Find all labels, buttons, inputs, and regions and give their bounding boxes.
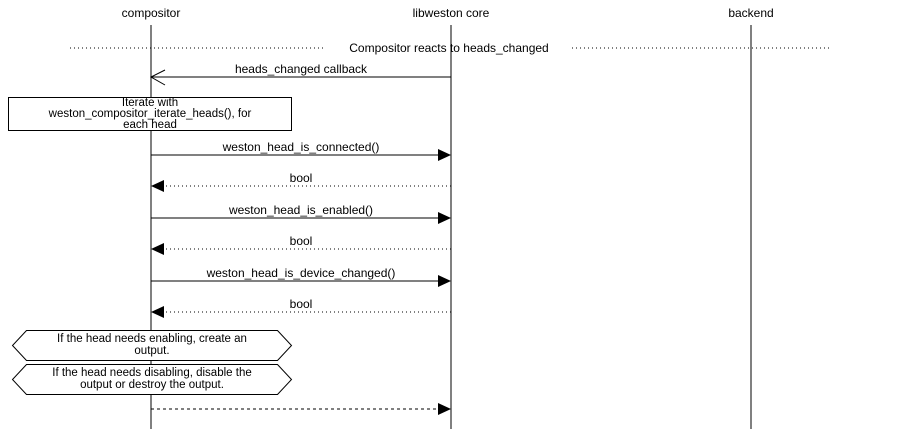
arrowhead-weston-head-is-connected (438, 149, 451, 161)
message-label-weston-head-is-connected: weston_head_is_connected() (222, 140, 380, 154)
message-bool-enabled[interactable]: bool (151, 234, 451, 255)
lifeline-label-compositor: compositor (122, 6, 181, 20)
fragment-disable-head-line-1: If the head needs disabling, disable the (52, 367, 251, 379)
lifeline-compositor[interactable]: compositor (122, 6, 181, 429)
lifeline-label-backend: backend (728, 6, 773, 20)
message-label-bool-connected: bool (290, 171, 313, 185)
message-weston-head-is-connected[interactable]: weston_head_is_connected() (151, 140, 451, 161)
arrowhead-weston-head-is-device-changed (438, 275, 451, 287)
message-label-bool-enabled: bool (290, 234, 313, 248)
arrowhead-bool-connected (151, 180, 164, 192)
fragment-disable-head-shape (11, 364, 293, 395)
note-iterate-heads-line-3: each head (123, 119, 177, 131)
separator-label: Compositor reacts to heads_changed (349, 41, 548, 55)
lifeline-libweston-core[interactable]: libweston core (413, 6, 490, 429)
fragment-enable-head: If the head needs enabling, create an ou… (11, 330, 293, 361)
lifeline-label-libweston-core: libweston core (413, 6, 490, 20)
lifeline-backend[interactable]: backend (728, 6, 774, 429)
note-iterate-heads: Iterate with weston_compositor_iterate_h… (8, 97, 292, 131)
message-bool-device-changed[interactable]: bool (151, 297, 451, 318)
fragment-disable-head-line-2: output or destroy the output. (80, 379, 224, 391)
message-weston-head-is-enabled[interactable]: weston_head_is_enabled() (151, 203, 451, 224)
arrowhead-weston-head-is-enabled (438, 212, 451, 224)
message-heads-changed-callback[interactable]: heads_changed callback (149, 62, 451, 86)
arrowhead-bool-enabled (151, 243, 164, 255)
fragment-enable-head-shape (11, 330, 293, 361)
note-iterate-heads-line-2: weston_compositor_iterate_heads(), for (48, 108, 252, 120)
arrowhead-bool-device-changed (151, 306, 164, 318)
message-weston-head-is-device-changed[interactable]: weston_head_is_device_changed() (151, 266, 451, 287)
note-iterate-heads-box (8, 97, 292, 131)
arrowhead-heads-changed-callback (149, 69, 166, 86)
arrowhead-final-return (438, 403, 451, 415)
message-bool-connected[interactable]: bool (151, 171, 451, 192)
message-label-bool-device-changed: bool (290, 297, 313, 311)
note-iterate-heads-line-1: Iterate with (122, 97, 178, 109)
message-label-weston-head-is-device-changed: weston_head_is_device_changed() (206, 266, 396, 280)
separator-compositor-reacts: Compositor reacts to heads_changed (70, 41, 830, 55)
fragment-enable-head-line-1: If the head needs enabling, create an (57, 333, 247, 345)
message-final-return[interactable] (151, 403, 451, 415)
fragment-enable-head-line-2: output. (134, 345, 169, 357)
message-label-heads-changed-callback: heads_changed callback (235, 62, 368, 76)
message-label-weston-head-is-enabled: weston_head_is_enabled() (228, 203, 373, 217)
fragment-disable-head: If the head needs disabling, disable the… (11, 364, 293, 395)
